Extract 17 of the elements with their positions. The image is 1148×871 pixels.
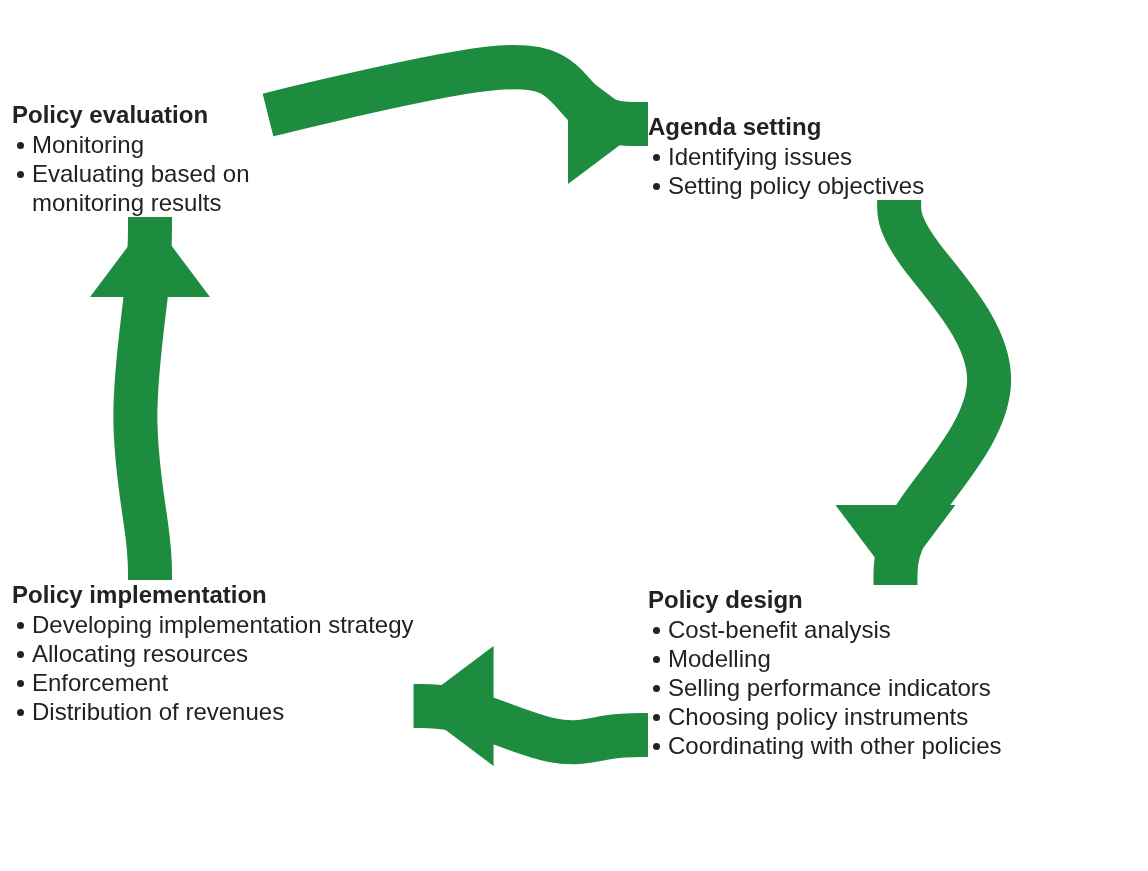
bullet-text: Choosing policy instruments (668, 703, 969, 730)
bullet-text: Developing implementation strategy (32, 611, 414, 638)
bullet-text: Modelling (668, 645, 771, 672)
bullet-text: Coordinating with other policies (668, 732, 1002, 759)
bullet-text: Evaluating based on monitoring results (32, 160, 250, 216)
bullet-text: Enforcement (32, 669, 169, 696)
bullet-text: Distribution of revenues (32, 698, 285, 725)
bullet-text: Setting policy objectives (668, 172, 925, 199)
bullet-text: Monitoring (32, 131, 145, 158)
bullet-text: Selling performance indicators (668, 674, 991, 701)
stage-heading: Policy evaluation (12, 100, 210, 130)
bullet-text: Allocating resources (32, 640, 249, 667)
stage-heading: Policy design (648, 585, 804, 615)
stage-heading: Policy implementation (12, 580, 268, 610)
bullet-text: Cost-benefit analysis (668, 616, 891, 643)
stage-heading: Agenda setting (648, 112, 823, 142)
bullet-text: Identifying issues (668, 143, 853, 170)
